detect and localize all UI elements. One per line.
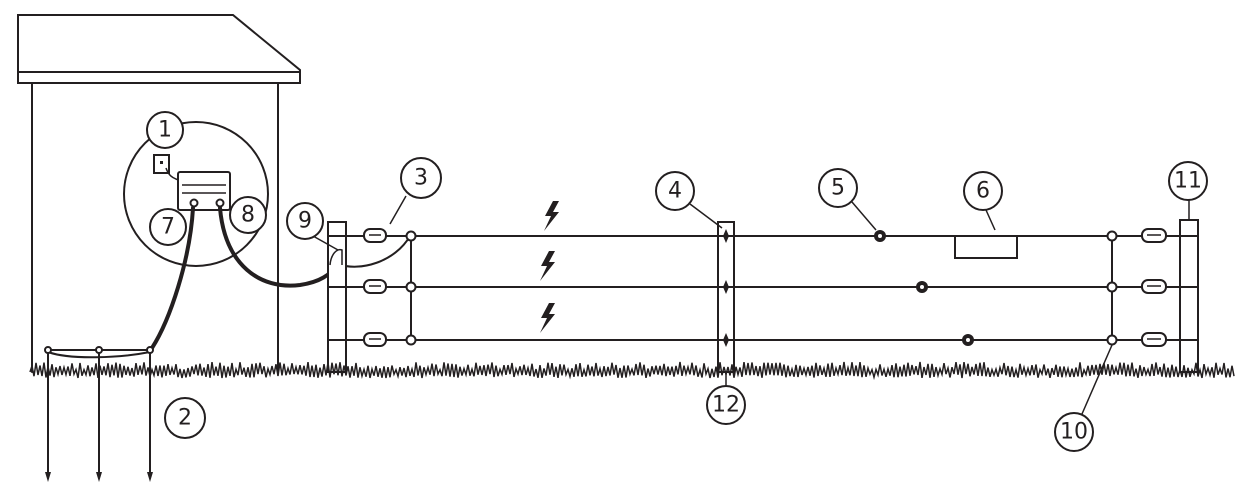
leader-3 xyxy=(389,195,407,225)
callout-2: 2 xyxy=(164,397,206,439)
earth-cable xyxy=(150,206,195,350)
callout-label: 7 xyxy=(161,215,175,240)
wire-connector-core xyxy=(966,338,970,342)
lightning-bolt-icon xyxy=(540,251,555,281)
callout-label: 4 xyxy=(668,179,682,204)
earth-terminal xyxy=(189,198,199,208)
lightning-bolt-icon xyxy=(544,201,559,231)
callout-8: 8 xyxy=(229,196,267,234)
earth-rod-bar-lower xyxy=(47,351,151,359)
energizer-inset xyxy=(123,121,269,267)
connection-point xyxy=(1106,281,1118,293)
callout-label: 12 xyxy=(712,393,740,418)
connection-point xyxy=(405,230,417,242)
connection-point xyxy=(405,281,417,293)
earth-rod-clamp-1 xyxy=(44,346,52,354)
callout-label: 1 xyxy=(158,118,172,143)
line-insulator xyxy=(723,229,729,243)
callout-label: 9 xyxy=(298,209,312,234)
callout-label: 5 xyxy=(831,176,845,201)
callout-11: 11 xyxy=(1168,161,1208,201)
warning-sign xyxy=(954,235,1018,259)
joint-connections-right xyxy=(1106,230,1118,346)
lightning-bolts xyxy=(540,201,559,333)
outlet-dot xyxy=(160,161,163,164)
callout-label: 10 xyxy=(1060,420,1088,445)
warning-sign-plate xyxy=(954,235,1018,259)
earth-rod-tip-3 xyxy=(147,472,153,482)
earth-rod-clamp-3 xyxy=(146,346,154,354)
earth-rod-tip-2 xyxy=(96,472,102,482)
callout-7: 7 xyxy=(149,208,187,246)
wire-connector-core xyxy=(920,285,924,289)
callout-label: 3 xyxy=(414,166,428,191)
callout-5: 5 xyxy=(818,168,858,208)
callout-label: 8 xyxy=(241,203,255,228)
strain-insulators-left xyxy=(363,228,387,347)
connection-point xyxy=(405,334,417,346)
line-post-insulators xyxy=(723,229,729,347)
line-insulator xyxy=(723,280,729,294)
leader-6 xyxy=(985,209,996,231)
leader-5 xyxy=(851,201,877,231)
leader-9 xyxy=(312,235,339,251)
house xyxy=(17,14,301,373)
wire-connectors xyxy=(874,230,974,346)
earth-rod-tip-1 xyxy=(45,472,51,482)
callout-10: 10 xyxy=(1054,412,1094,452)
ground-grass xyxy=(29,361,1235,381)
callout-6: 6 xyxy=(963,171,1003,211)
leader-4 xyxy=(689,203,723,229)
callout-9: 9 xyxy=(286,202,324,240)
line-post xyxy=(717,221,735,373)
fence-terminal xyxy=(215,198,225,208)
strain-insulators-right xyxy=(1141,228,1167,347)
callout-label: 6 xyxy=(976,179,990,204)
lightning-bolt-icon xyxy=(540,303,555,333)
connection-point xyxy=(1106,230,1118,242)
callout-1: 1 xyxy=(146,111,184,149)
callout-3: 3 xyxy=(400,157,442,199)
earth-rod-clamp-2 xyxy=(95,346,103,354)
wire-connector-core xyxy=(878,234,882,238)
end-post-right xyxy=(1179,219,1199,373)
callout-12: 12 xyxy=(706,385,746,425)
connection-point xyxy=(1106,334,1118,346)
callout-label: 2 xyxy=(178,406,192,431)
callout-4: 4 xyxy=(655,171,695,211)
callout-label: 11 xyxy=(1174,169,1202,194)
joint-connections-left xyxy=(405,230,417,346)
cable-connector-hook xyxy=(329,248,343,266)
leader-lines xyxy=(312,195,1190,415)
end-post-left xyxy=(327,221,347,373)
line-insulator xyxy=(723,333,729,347)
leader-10 xyxy=(1081,344,1113,415)
fence-wires xyxy=(328,235,1198,341)
